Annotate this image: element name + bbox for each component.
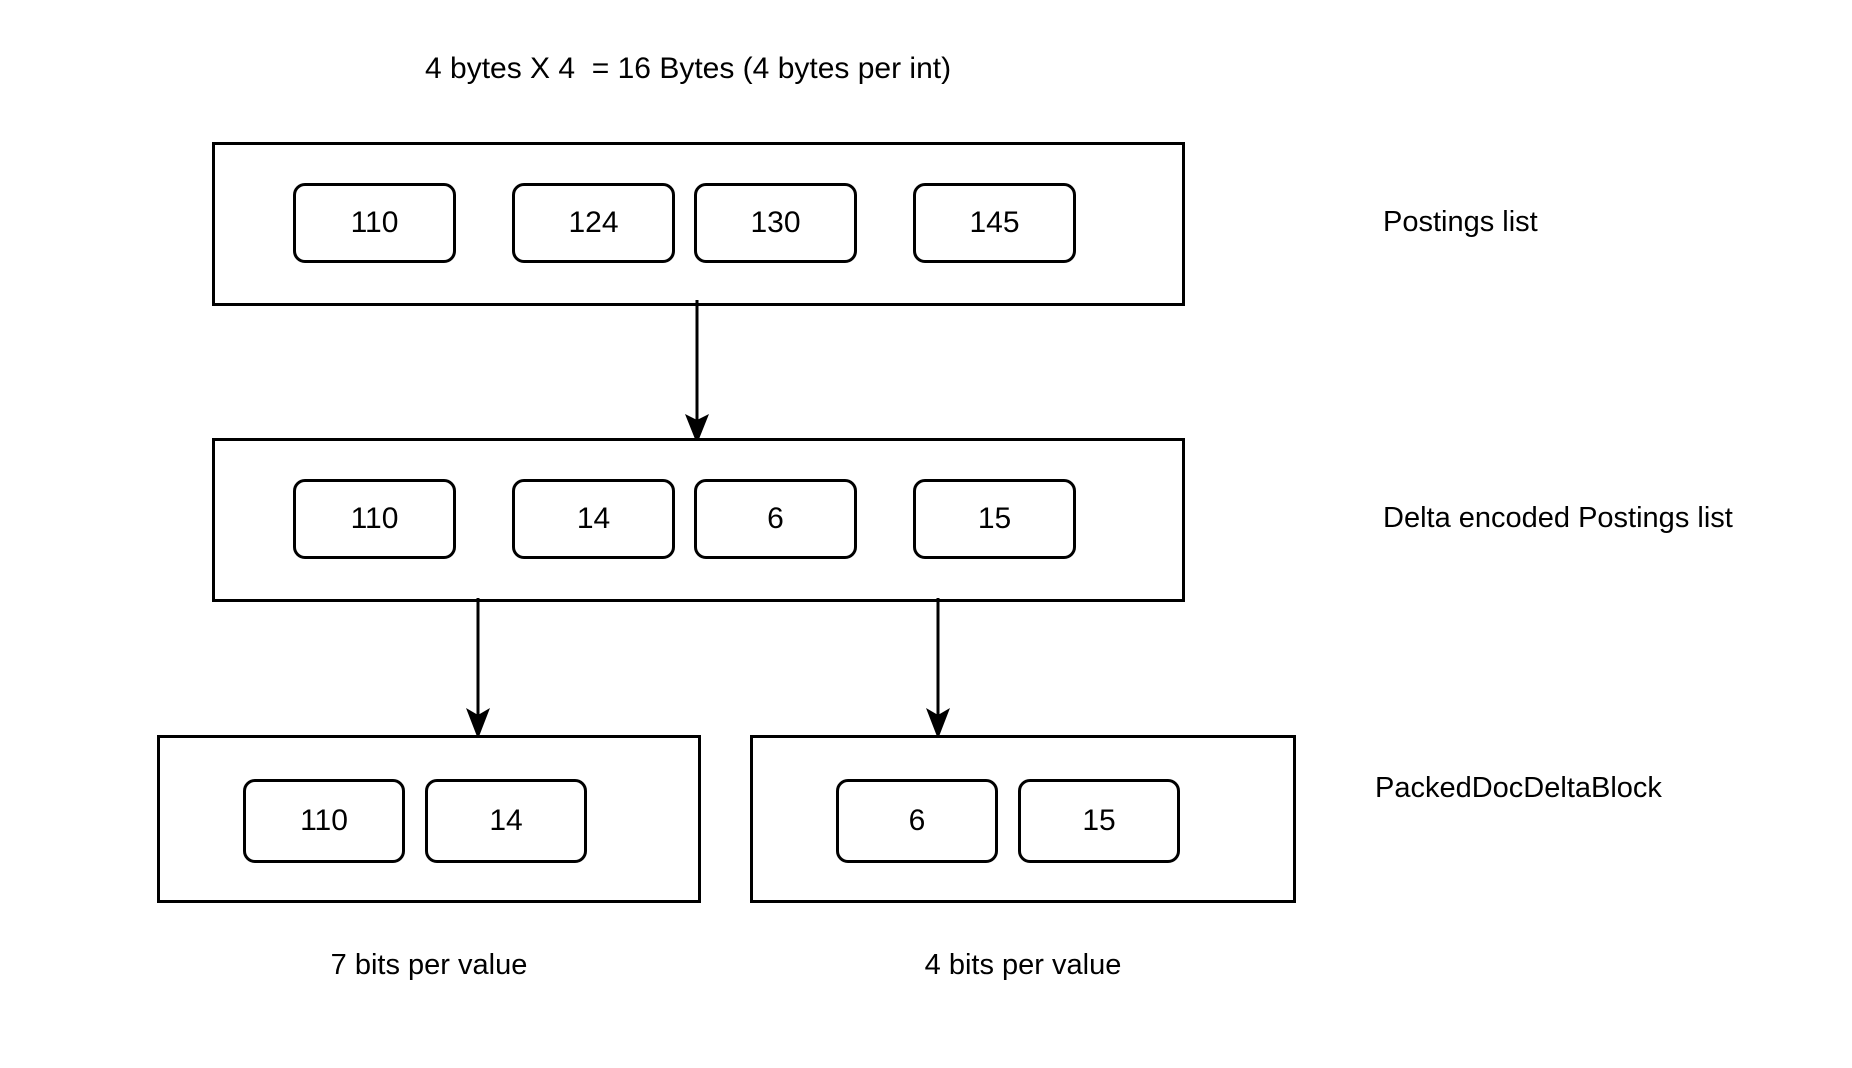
postings-cell-1: 124 bbox=[512, 183, 675, 263]
delta-encoded-postings-list-container: 110 14 6 15 bbox=[212, 438, 1185, 602]
postings-cell-0: 110 bbox=[293, 183, 456, 263]
postings-cell-3: 145 bbox=[913, 183, 1076, 263]
arrow-delta-to-left-block-icon bbox=[466, 598, 490, 739]
delta-cell-1: 14 bbox=[512, 479, 675, 559]
delta-encoded-postings-list-label: Delta encoded Postings list bbox=[1383, 502, 1733, 534]
arrow-delta-to-right-block-icon bbox=[926, 598, 950, 739]
packed-left-block-caption: 7 bits per value bbox=[330, 949, 528, 981]
delta-cell-0: 110 bbox=[293, 479, 456, 559]
packed-doc-delta-block-right: 6 15 bbox=[750, 735, 1296, 903]
delta-cell-2: 6 bbox=[694, 479, 857, 559]
diagram-title: 4 bytes X 4 = 16 Bytes (4 bytes per int) bbox=[425, 52, 952, 85]
postings-list-label: Postings list bbox=[1383, 206, 1538, 238]
packed-left-cell-0: 110 bbox=[243, 779, 405, 863]
arrow-postings-to-delta-icon bbox=[685, 300, 709, 444]
packed-right-block-caption: 4 bits per value bbox=[924, 949, 1122, 981]
packed-right-cell-1: 15 bbox=[1018, 779, 1180, 863]
delta-cell-3: 15 bbox=[913, 479, 1076, 559]
packed-doc-delta-block-label: PackedDocDeltaBlock bbox=[1375, 772, 1662, 804]
packed-right-cell-0: 6 bbox=[836, 779, 998, 863]
postings-list-container: 110 124 130 145 bbox=[212, 142, 1185, 306]
packed-left-cell-1: 14 bbox=[425, 779, 587, 863]
postings-cell-2: 130 bbox=[694, 183, 857, 263]
packed-doc-delta-block-left: 110 14 bbox=[157, 735, 701, 903]
